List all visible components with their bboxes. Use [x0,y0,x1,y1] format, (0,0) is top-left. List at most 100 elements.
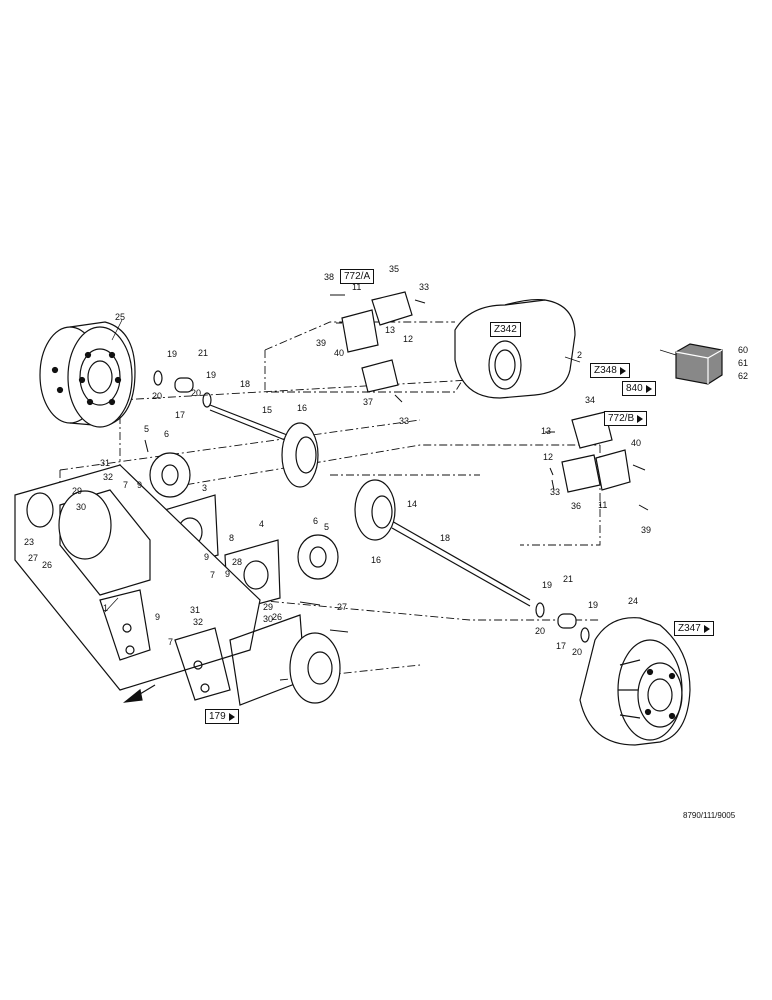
callout-18-0: 18 [240,379,250,389]
arrow-right-icon [703,624,710,633]
callout-21-1: 21 [563,574,573,584]
callout-37-0: 37 [363,397,373,407]
callout-7-0: 7 [123,480,128,490]
housing-2 [454,298,576,399]
arrow-right-icon [619,366,626,375]
callout-13-1: 13 [541,426,551,436]
callout-33-2: 33 [550,487,560,497]
callout-16-0: 16 [297,403,307,413]
seal-kit-60 [675,343,723,385]
callout-9-0: 9 [137,480,142,490]
callout-39-1: 39 [641,525,651,535]
callout-8-0: 8 [229,533,234,543]
callout-61-0: 61 [738,358,748,368]
hub-motor-25 [39,321,136,428]
bracket-34 [571,411,613,449]
disc-16-lower [354,479,396,541]
ref-z347-text: Z347 [678,623,701,634]
callout-20-0: 20 [152,391,162,401]
callout-30-1: 30 [263,614,273,624]
callout-5-1: 5 [324,522,329,532]
bracket-37 [361,359,399,393]
gasket-23 [26,492,54,528]
arrow-right-icon [228,712,235,721]
ref-772a-text: 772/A [344,271,371,282]
callout-23-0: 23 [24,537,34,547]
callout-32-1: 32 [193,617,203,627]
ref-box-840[interactable]: 840 [622,381,656,396]
callout-40-0: 40 [334,348,344,358]
callout-11-0: 11 [352,282,361,292]
callout-15-0: 15 [262,405,272,415]
leaders [104,319,677,613]
callout-30-0: 30 [76,502,86,512]
flange-6-lower [297,534,339,580]
callout-20-3: 20 [572,647,582,657]
callout-36-0: 36 [571,501,581,511]
hub-motor-24 [579,617,691,746]
callout-5-0: 5 [144,424,149,434]
callout-1-0: 1 [103,603,108,613]
ref-box-z347[interactable]: Z347 [674,621,714,636]
callout-6-0: 6 [164,429,169,439]
callout-20-1: 20 [191,388,201,398]
frame-1 [14,464,341,706]
callout-60-0: 60 [738,345,748,355]
callout-62-0: 62 [738,371,748,381]
ref-box-z348[interactable]: Z348 [590,363,630,378]
callout-27-0: 27 [28,553,38,563]
callout-33-1: 33 [399,416,409,426]
callout-17-0: 17 [175,410,185,420]
callout-31-0: 31 [100,458,110,468]
bearing-lower [535,602,590,643]
disc-16-upper [281,422,319,488]
callout-25-0: 25 [115,312,125,322]
callout-12-0: 12 [403,334,413,344]
callout-4-0: 4 [259,519,264,529]
arrow-right-icon [645,384,652,393]
ref-box-772b[interactable]: 772/B [604,411,648,426]
ref-z348-text: Z348 [594,365,617,376]
callout-27-1: 27 [337,602,347,612]
callout-28-0: 28 [232,557,242,567]
callout-35-0: 35 [389,264,399,274]
bearing-upper [153,370,212,408]
callout-7-2: 7 [210,570,215,580]
callout-21-0: 21 [198,348,208,358]
bracket-36 [561,454,601,493]
callout-29-0: 29 [72,486,82,496]
plate-11-upper [341,309,379,353]
ref-179-text: 179 [209,711,226,722]
ref-840-text: 840 [626,383,643,394]
callout-9-3: 9 [155,612,160,622]
callout-19-1: 19 [206,370,216,380]
callout-6-1: 6 [313,516,318,526]
callout-19-3: 19 [588,600,598,610]
callout-19-2: 19 [542,580,552,590]
callout-9-1: 9 [204,552,209,562]
ref-772b-text: 772/B [608,413,635,424]
bolts [144,294,649,633]
callout-2-0: 2 [577,350,582,360]
callout-13-0: 13 [385,325,395,335]
callout-16-1: 16 [371,555,381,565]
plate-11-lower [595,449,631,491]
ref-box-179[interactable]: 179 [205,709,239,724]
ref-box-z342[interactable]: Z342 [490,322,521,337]
drawing-id: 8790/111/9005 [683,811,736,820]
callout-34-0: 34 [585,395,595,405]
callout-19-0: 19 [167,349,177,359]
callout-26-0: 26 [42,560,52,570]
callout-9-2: 9 [225,569,230,579]
callout-32-0: 32 [103,472,113,482]
callout-12-1: 12 [543,452,553,462]
callout-38-0: 38 [324,272,334,282]
callout-24-0: 24 [628,596,638,606]
callout-3-0: 3 [202,483,207,493]
callout-31-1: 31 [190,605,200,615]
callout-39-0: 39 [316,338,326,348]
ref-box-772a[interactable]: 772/A [340,269,375,284]
ref-z342-text: Z342 [494,324,517,335]
